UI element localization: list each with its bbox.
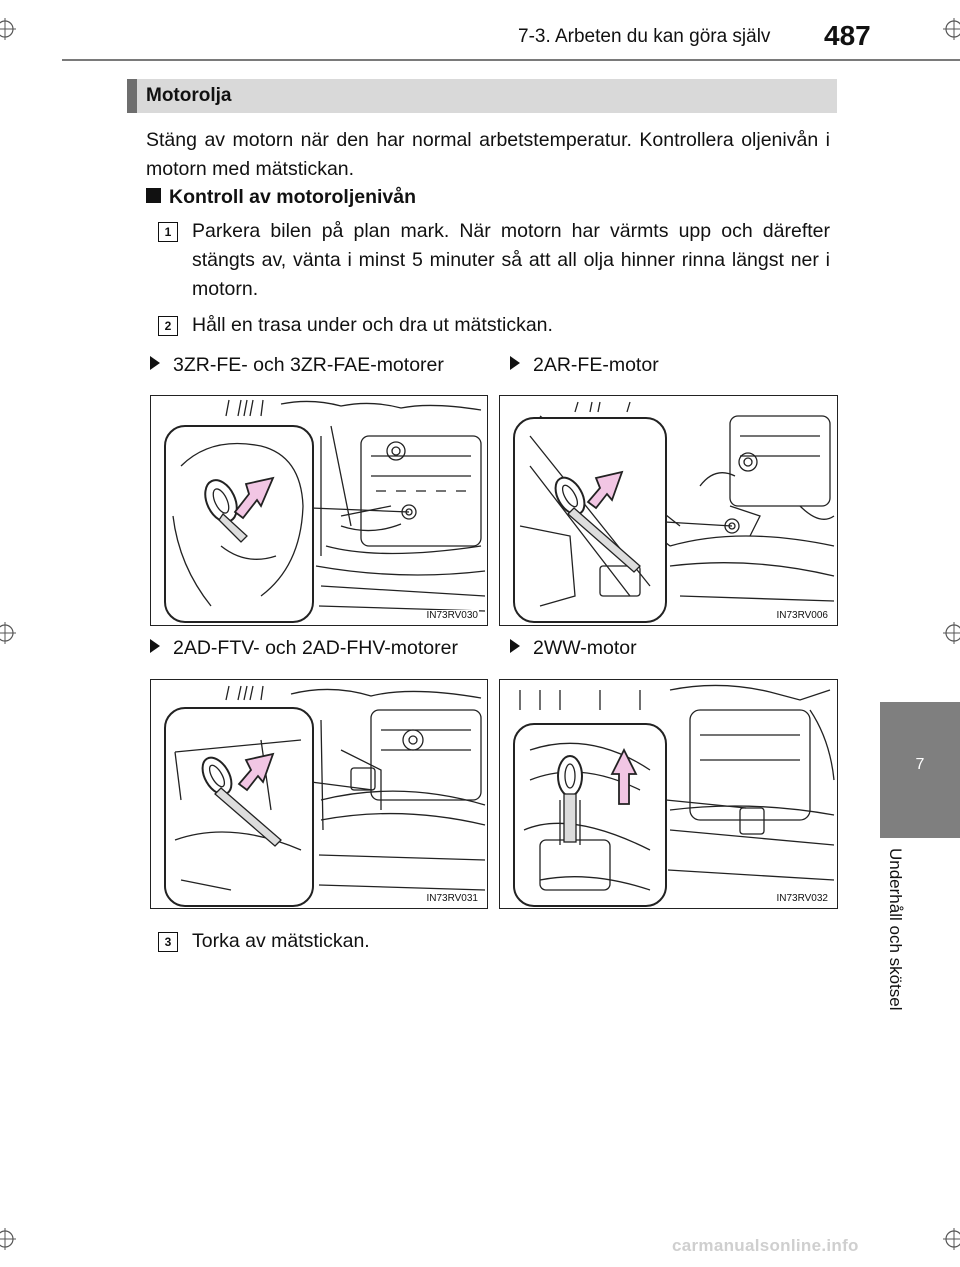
chapter-tab: 7 <box>880 702 960 838</box>
step-text: Torka av mätstickan. <box>192 930 370 952</box>
figure-code: IN73RV030 <box>425 610 479 621</box>
registration-mark-icon <box>0 18 16 40</box>
engine-illustration: IN73RV006 <box>499 395 838 626</box>
engine-drawing <box>513 684 835 907</box>
figure-code: IN73RV031 <box>425 893 479 904</box>
figure-label-text: 2WW-motor <box>533 637 637 659</box>
chapter-title-vertical: Underhåll och skötsel <box>885 848 915 1011</box>
figure-label: 3ZR-FE- och 3ZR-FAE-motorer <box>150 354 444 377</box>
step-number: 2 <box>158 316 178 336</box>
step-text: Parkera bilen på plan mark. När motorn h… <box>192 220 830 300</box>
step-number: 1 <box>158 222 178 242</box>
watermark: carmanualsonline.info <box>672 1236 859 1255</box>
step-number: 3 <box>158 932 178 952</box>
figure-label: 2AD-FTV- och 2AD-FHV-motorer <box>150 637 458 660</box>
chapter-number: 7 <box>915 756 925 773</box>
engine-drawing <box>164 399 486 623</box>
engine-illustration: IN73RV031 <box>150 679 488 909</box>
figure-code: IN73RV032 <box>775 893 829 904</box>
figure-label-text: 2AR-FE-motor <box>533 354 659 376</box>
section-heading-bar: Motorolja <box>127 79 837 113</box>
registration-mark-icon <box>0 1228 16 1250</box>
page-number: 487 <box>824 20 871 51</box>
engine-illustration: IN73RV030 <box>150 395 488 626</box>
triangle-bullet-icon <box>150 356 160 370</box>
engine-illustration: IN73RV032 <box>499 679 838 909</box>
figure-label: 2WW-motor <box>510 637 637 660</box>
header-section-title: 7-3. Arbeten du kan göra själv <box>518 26 771 47</box>
step-text: Håll en trasa under och dra ut mätsticka… <box>192 314 553 336</box>
subsection-title: Kontroll av motoroljenivån <box>169 186 417 208</box>
registration-mark-icon <box>943 1228 960 1250</box>
registration-mark-icon <box>943 18 960 40</box>
triangle-bullet-icon <box>510 639 520 653</box>
triangle-bullet-icon <box>510 356 520 370</box>
intro-paragraph: Stäng av motorn när den har normal arbet… <box>146 129 830 180</box>
triangle-bullet-icon <box>150 639 160 653</box>
page-header: 7-3. Arbeten du kan göra själv 487 <box>0 0 960 70</box>
square-bullet-icon <box>146 188 161 203</box>
registration-mark-icon <box>0 622 16 644</box>
engine-drawing <box>513 401 835 623</box>
subsection-heading: Kontroll av motoroljenivån <box>146 186 416 209</box>
section-title: Motorolja <box>146 85 232 106</box>
figure-label: 2AR-FE-motor <box>510 354 659 377</box>
figure-label-text: 2AD-FTV- och 2AD-FHV-motorer <box>173 637 458 659</box>
header-divider <box>62 59 960 61</box>
engine-drawing <box>164 685 486 907</box>
registration-mark-icon <box>943 622 960 644</box>
chapter-title: Underhåll och skötsel <box>886 848 905 1011</box>
figure-code: IN73RV006 <box>775 610 829 621</box>
figure-label-text: 3ZR-FE- och 3ZR-FAE-motorer <box>173 354 444 376</box>
